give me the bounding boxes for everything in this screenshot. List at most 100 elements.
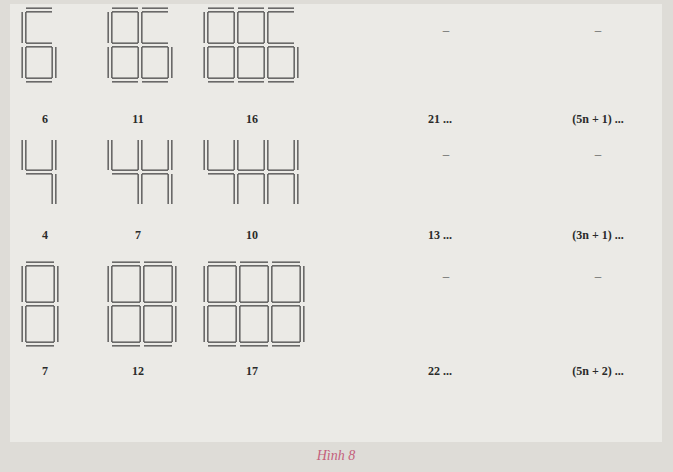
matchstick-core (301, 306, 303, 342)
matchstick (138, 12, 143, 43)
count-label: 22 ... (428, 364, 452, 379)
matchstick (108, 47, 113, 78)
matchstick (22, 140, 27, 170)
matchstick-core (238, 171, 264, 173)
matchstick-core (268, 44, 294, 46)
matchstick (26, 43, 52, 48)
matchstick (144, 342, 172, 347)
matchstick-core (208, 44, 234, 46)
matchstick (300, 266, 305, 302)
matchstick (240, 262, 268, 267)
matchstick-core (265, 140, 267, 170)
matchstick-core (235, 47, 237, 78)
matchstick-core (23, 12, 25, 43)
matchstick (142, 43, 168, 48)
matchstick (208, 43, 234, 48)
matchstick (112, 262, 140, 267)
matchstick-core (205, 12, 207, 43)
matchstick (22, 306, 27, 342)
matchstick-core (205, 47, 207, 78)
matchstick (208, 262, 236, 267)
matchstick-core (237, 266, 239, 302)
matchstick-core (26, 303, 54, 305)
matchstick-core (238, 79, 264, 81)
matchstick (140, 306, 145, 342)
matchsticks (24, 10, 302, 344)
count-label: 13 ... (428, 228, 452, 243)
matchstick (172, 306, 177, 342)
matchstick (234, 174, 239, 204)
matchstick (112, 78, 138, 83)
matchstick-core (139, 12, 141, 43)
matchstick-core (208, 263, 236, 265)
matchstick-core (112, 44, 138, 46)
count-label: 7 (135, 228, 141, 243)
figure-caption: Hình 8 (317, 448, 356, 464)
matchstick (238, 43, 264, 48)
matchstick (108, 306, 113, 342)
count-label: 7 (42, 364, 48, 379)
matchstick-core (205, 306, 207, 342)
matchstick (168, 174, 173, 204)
count-label: 12 (132, 364, 144, 379)
matchstick (240, 342, 268, 347)
matchstick (264, 47, 269, 78)
matchstick-core (238, 9, 264, 11)
matchstick (52, 47, 57, 78)
matchstick (234, 140, 239, 170)
matchstick-core (208, 171, 234, 173)
matchstick-core (23, 140, 25, 170)
count-label: 17 (246, 364, 258, 379)
matchstick-core (26, 9, 52, 11)
matchstick (52, 140, 57, 170)
matchstick-core (112, 171, 138, 173)
matchstick (108, 12, 113, 43)
matchstick-core (235, 174, 237, 204)
matchstick-core (142, 171, 168, 173)
count-label: 11 (132, 112, 143, 127)
matchstick (138, 174, 143, 204)
matchstick-core (235, 12, 237, 43)
matchstick (112, 342, 140, 347)
matchstick (272, 342, 300, 347)
matchstick (204, 140, 209, 170)
placeholder-dash: – (595, 268, 602, 284)
matchstick-core (238, 44, 264, 46)
matchstick-core (142, 44, 168, 46)
matchstick (268, 266, 273, 302)
matchstick (204, 306, 209, 342)
matchstick-core (112, 9, 138, 11)
matchstick-core (205, 266, 207, 302)
matchstick-core (268, 171, 294, 173)
matchstick (142, 8, 168, 13)
matchstick-core (23, 306, 25, 342)
matchstick (26, 170, 52, 175)
matchstick (144, 262, 172, 267)
matchstick (54, 266, 59, 302)
matchstick (234, 47, 239, 78)
matchstick (268, 8, 294, 13)
count-label: 6 (42, 112, 48, 127)
matchstick (294, 140, 299, 170)
matchstick-core (144, 263, 172, 265)
matchstick-core (301, 266, 303, 302)
matchstick (138, 140, 143, 170)
matchstick (240, 302, 268, 307)
matchstick-core (295, 47, 297, 78)
matchstick-core (144, 303, 172, 305)
matchstick-core (169, 174, 171, 204)
matchstick-core (268, 9, 294, 11)
matchstick (208, 170, 234, 175)
matchstick (272, 302, 300, 307)
matchstick-core (55, 306, 57, 342)
matchstick-core (26, 343, 54, 345)
matchstick-core (55, 266, 57, 302)
matchstick-core (109, 47, 111, 78)
matchstick-core (269, 306, 271, 342)
matchstick-core (272, 343, 300, 345)
matchstick (112, 43, 138, 48)
matchstick-core (139, 140, 141, 170)
matchstick (208, 302, 236, 307)
matchstick-core (173, 306, 175, 342)
